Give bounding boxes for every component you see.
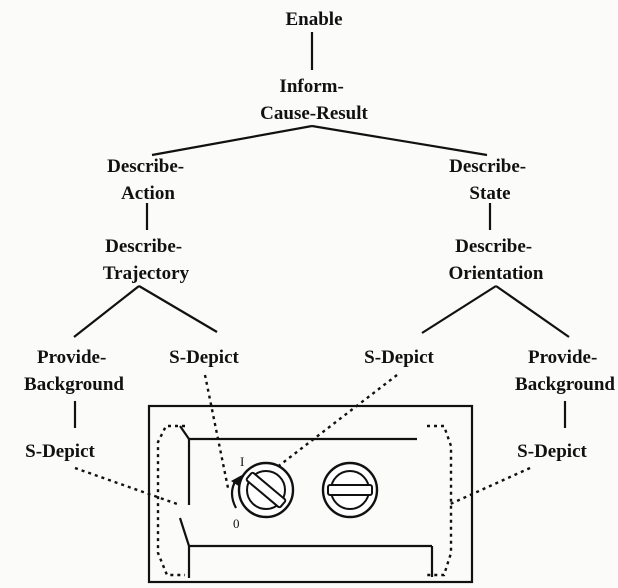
dotted-line-left-mid-to-arrow: [203, 374, 230, 489]
edge-inform-describe-action: [151, 124, 313, 157]
edge-trajectory-s-depict-left-mid: [138, 285, 218, 333]
right-dial: [321, 461, 379, 519]
dotted-references: [74, 374, 531, 577]
node-enable: Enable: [285, 9, 342, 30]
edge-orientation-provide-background-right: [495, 285, 570, 338]
node-s-depict-left-mid: S-Depict: [169, 347, 239, 368]
node-provide-background-left: Provide- Background: [24, 347, 124, 395]
node-describe-action: Describe- Action: [107, 156, 189, 204]
dotted-left-bracket: [156, 424, 185, 577]
dial-label-top: I: [240, 454, 244, 469]
dotted-line-bottom-left-to-frame: [74, 466, 181, 507]
node-describe-orientation: Describe- Orientation: [449, 236, 544, 284]
node-provide-background-right: Provide- Background: [515, 347, 615, 395]
dotted-right-bracket: [427, 424, 453, 577]
left-dial-slot: [245, 471, 287, 509]
panel-left-lower-bevel: [178, 517, 191, 547]
dotted-line-right-mid-to-dial: [275, 374, 398, 469]
left-dial: [237, 461, 295, 519]
device-illustration: I 0: [147, 404, 474, 584]
panel-left-upper-bevel: [179, 425, 190, 440]
rotation-arrowhead: [231, 475, 242, 487]
tree-edges: [73, 32, 570, 428]
node-s-depict-bottom-left: S-Depict: [25, 441, 95, 462]
right-dial-slot: [327, 484, 373, 496]
node-s-depict-bottom-right: S-Depict: [517, 441, 587, 462]
rotation-arc-arrow: [230, 479, 237, 509]
node-describe-trajectory: Describe- Trajectory: [103, 236, 190, 284]
edge-orientation-s-depict-right-mid: [421, 285, 497, 334]
edge-trajectory-provide-background-left: [73, 285, 140, 338]
node-describe-state: Describe- State: [449, 156, 531, 204]
tree-nodes: Enable Inform- Cause-Result Describe- Ac…: [24, 9, 615, 462]
dial-label-bottom: 0: [233, 516, 240, 531]
node-inform-cause-result: Inform- Cause-Result: [260, 76, 368, 124]
edge-inform-describe-state: [311, 124, 488, 157]
node-s-depict-right-mid: S-Depict: [364, 347, 434, 368]
dotted-line-bottom-right-to-frame: [447, 466, 531, 507]
device-outer-frame: [147, 404, 474, 584]
